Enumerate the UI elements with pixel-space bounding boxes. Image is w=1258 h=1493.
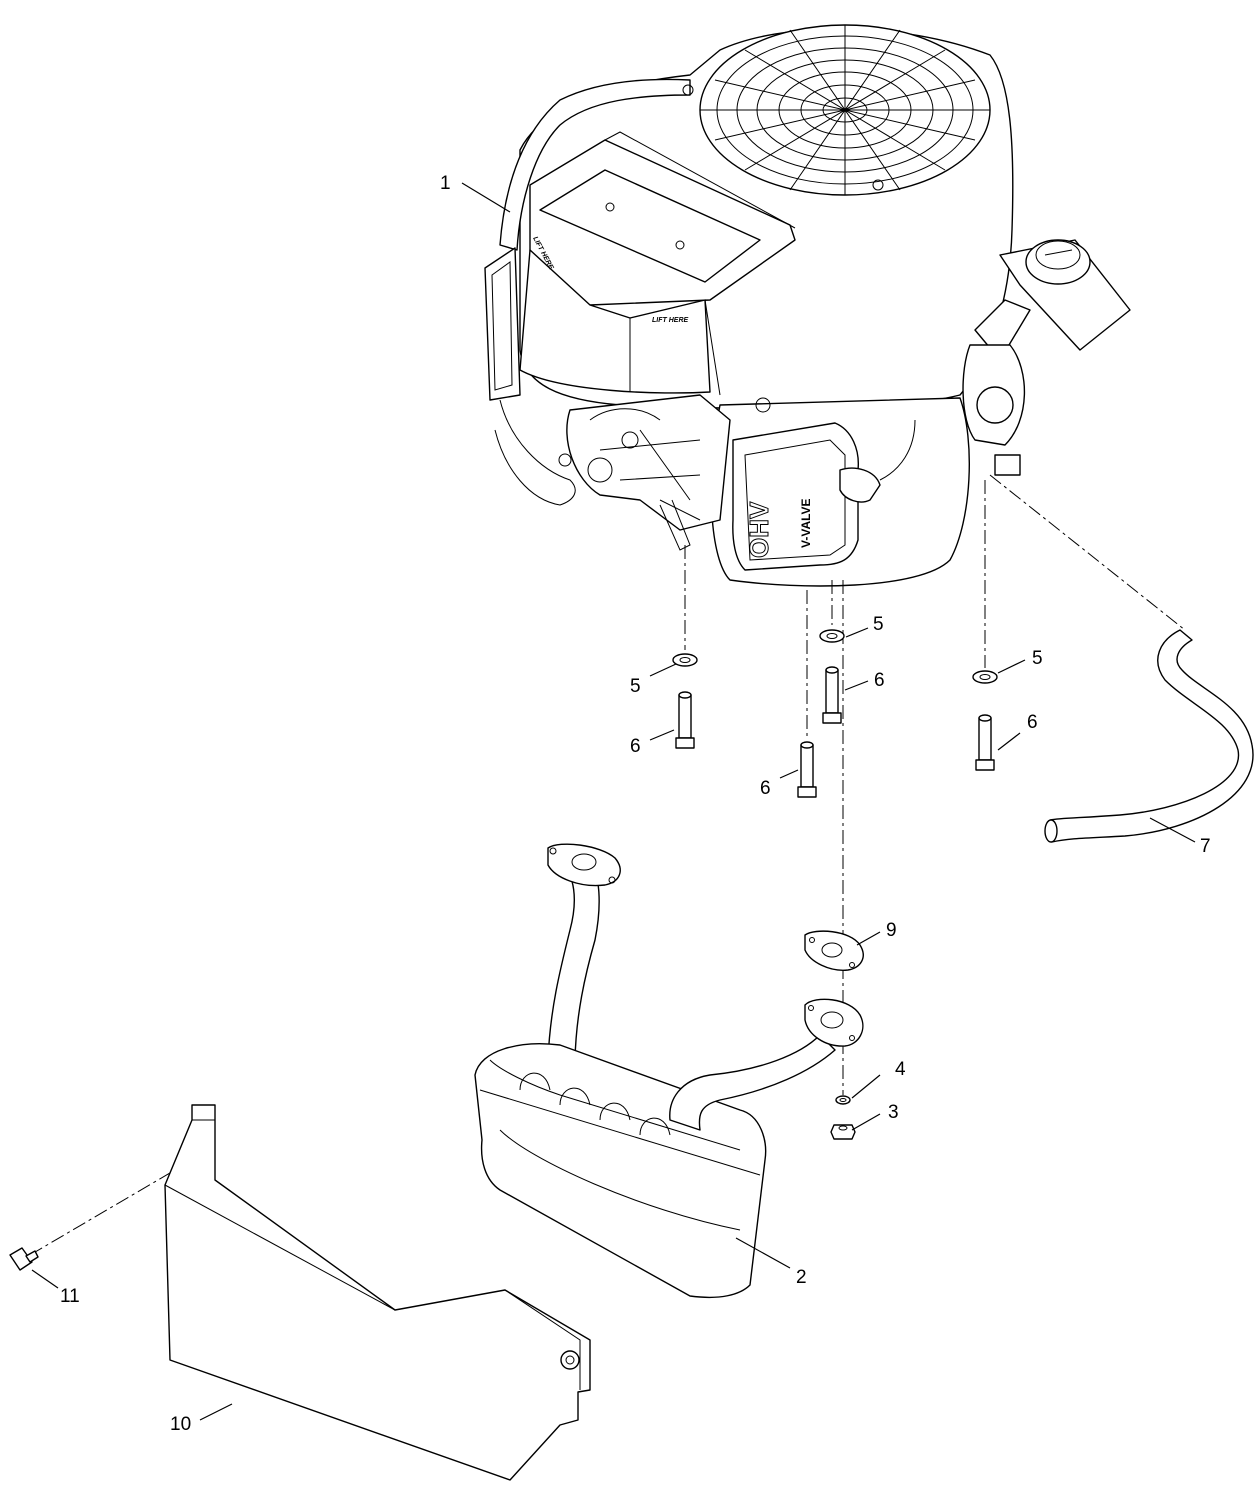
exhaust-gasket — [804, 930, 864, 971]
washer-group — [672, 629, 998, 684]
bolt — [822, 666, 842, 724]
callout-2: 2 — [796, 1267, 807, 1288]
bolt — [675, 691, 695, 749]
callout-6: 6 — [760, 778, 771, 799]
bolt — [975, 714, 995, 771]
washer — [972, 670, 998, 684]
callout-5: 5 — [873, 614, 884, 635]
callout-4: 4 — [895, 1059, 906, 1080]
lock-washer — [835, 1095, 851, 1105]
breather-hose — [1044, 629, 1254, 843]
callout-5: 5 — [630, 676, 641, 697]
v-valve-decal: V-VALVE — [799, 498, 813, 548]
callout-5: 5 — [1032, 648, 1043, 669]
callout-6: 6 — [874, 670, 885, 691]
assembly-centerlines — [29, 474, 1186, 1256]
bolt-group — [675, 666, 995, 798]
ohv-brand-decal: OHV — [744, 501, 774, 558]
callout-11: 11 — [60, 1286, 80, 1307]
callout-10: 10 — [170, 1414, 191, 1435]
callout-6: 6 — [630, 736, 641, 757]
callout-7: 7 — [1200, 836, 1211, 857]
hex-nut — [830, 1124, 856, 1140]
washer — [819, 629, 845, 643]
flange-bolt — [9, 1247, 39, 1271]
bolt — [797, 741, 817, 798]
callout-6: 6 — [1027, 712, 1038, 733]
flywheel-screen — [682, 24, 991, 196]
valve-cover: OHV V-VALVE — [732, 419, 916, 571]
callout-3: 3 — [888, 1102, 899, 1123]
leader-lines — [31, 182, 1196, 1421]
callout-9: 9 — [886, 920, 897, 941]
callout-labels: 1 2 3 4 5 5 5 6 6 6 6 7 9 10 11 — [60, 173, 1211, 1435]
muffler — [474, 843, 864, 1299]
callout-1: 1 — [440, 173, 451, 194]
lift-here-decal-front: LIFT HERE — [652, 317, 688, 324]
heat-shield — [164, 1104, 591, 1481]
engine-assembly: LIFT HERE LIFT HERE — [484, 24, 1131, 587]
washer — [672, 653, 698, 667]
